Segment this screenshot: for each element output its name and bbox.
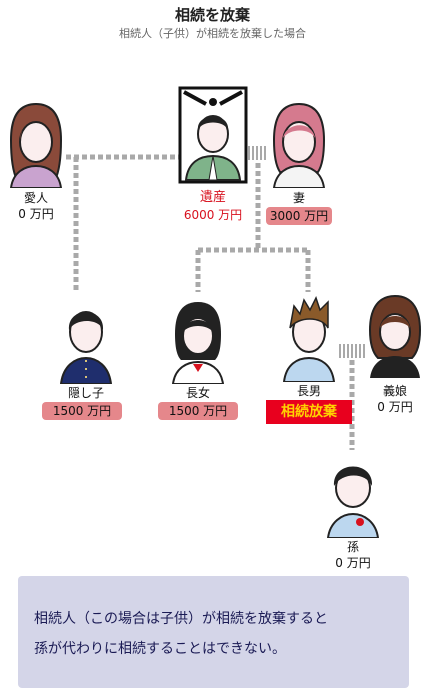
hidden-child-name: 隠し子 — [67, 386, 104, 400]
eldest-son-avatar — [282, 296, 336, 382]
wife-name: 妻 — [292, 191, 305, 205]
eldest-son-name: 長男 — [296, 384, 321, 398]
grandchild-avatar — [326, 466, 380, 538]
mistress-avatar — [9, 102, 63, 188]
deceased-portrait — [178, 86, 248, 184]
diagram-subtitle: 相続人（子供）が相続を放棄した場合 — [119, 27, 306, 40]
wife-amount-badge: 3000 万円 — [266, 207, 332, 225]
grandchild-amount: 0 万円 — [335, 556, 371, 570]
eldest-daughter-avatar — [171, 302, 225, 384]
marriage-mark-deceased-wife — [244, 146, 266, 160]
marriage-mark-son-dil — [339, 344, 365, 358]
note-line-1: 相続人（この場合は子供）が相続を放棄すると — [34, 611, 328, 627]
daughter-in-law-name: 義娘 — [382, 384, 407, 398]
eldest-daughter-name: 長女 — [185, 386, 210, 400]
hidden-child-amount-badge: 1500 万円 — [42, 402, 122, 420]
renounce-badge: 相続放棄 — [266, 400, 352, 424]
deceased-label: 遺産 — [199, 190, 226, 205]
eldest-daughter-amount-badge: 1500 万円 — [158, 402, 238, 420]
diagram-title: 相続を放棄 — [174, 6, 250, 24]
daughter-in-law-avatar — [368, 294, 422, 378]
note-line-2: 孫が代わりに相続することはできない。 — [34, 641, 286, 657]
daughter-in-law-amount: 0 万円 — [377, 400, 413, 414]
mistress-name: 愛人 — [23, 191, 48, 205]
hidden-child-avatar — [59, 311, 113, 384]
mistress-amount: 0 万円 — [18, 207, 54, 221]
explanation-note: 相続人（この場合は子供）が相続を放棄すると 孫が代わりに相続することはできない。 — [18, 576, 409, 688]
wife-avatar — [272, 102, 326, 188]
deceased-amount: 6000 万円 — [183, 208, 243, 222]
grandchild-name: 孫 — [346, 540, 359, 554]
